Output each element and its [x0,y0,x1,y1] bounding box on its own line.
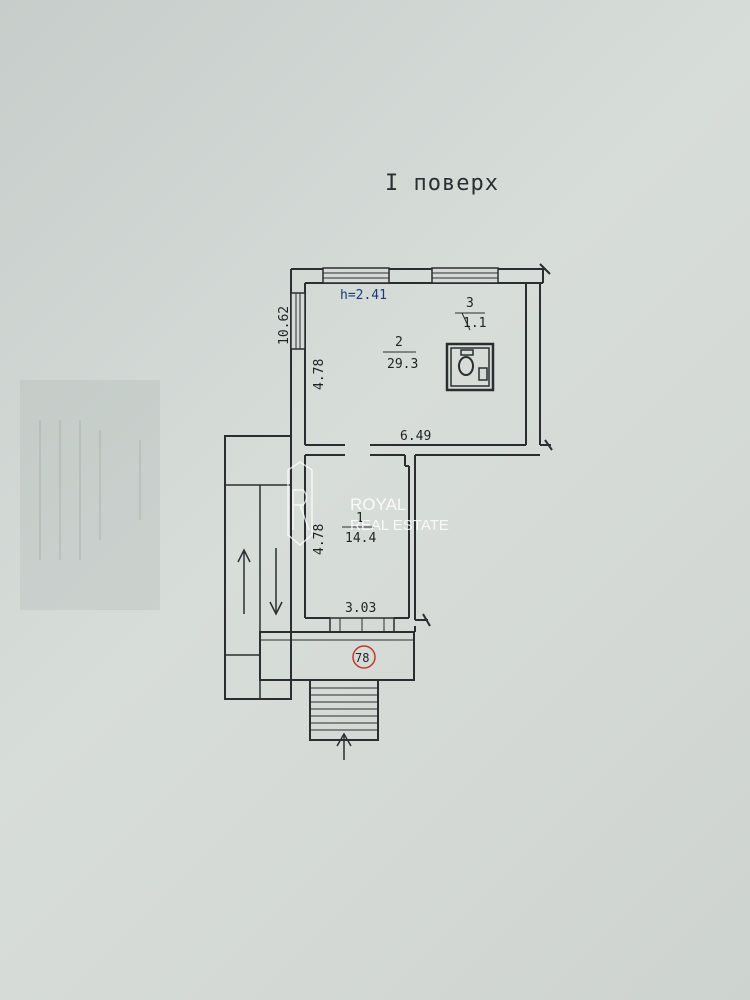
window-left-wall [290,292,306,350]
toilet-unit [445,342,495,392]
dim-room1-width: 3.03 [345,601,376,616]
window-top-left [322,267,390,284]
room-1-number: 1 [356,511,364,526]
dim-room1-height: 4.78 [312,524,327,555]
ramp-up-arrow [237,548,251,614]
building-number: 78 [355,651,369,665]
faded-margin-marks [20,380,160,610]
building-number-stamp: 78 [352,645,376,669]
ramp [224,435,415,700]
room-2-area: 29.3 [387,357,418,372]
ramp-down-arrow [269,548,283,616]
watermark-logo-icon [287,461,313,546]
ceiling-height-label: h=2.41 [340,288,387,303]
room-2-walls [290,263,553,456]
window-top-right [431,267,499,284]
entrance-arrow [336,732,352,760]
room-3-area: 1.1 [463,316,486,331]
room-1-area: 14.4 [345,531,376,546]
room-2-number: 2 [395,335,403,350]
room-3-number: 3 [466,296,474,311]
watermark-line1: ROYAL [350,495,406,514]
window-bottom [329,617,395,633]
entrance-stairs [309,679,379,741]
floor-title: I поверх [385,171,499,196]
dim-room2-height: 4.78 [312,359,327,390]
dim-room2-width: 6.49 [400,429,431,444]
dim-total-height: 10.62 [277,306,292,345]
watermark-line2: REAL ESTATE [350,517,449,534]
